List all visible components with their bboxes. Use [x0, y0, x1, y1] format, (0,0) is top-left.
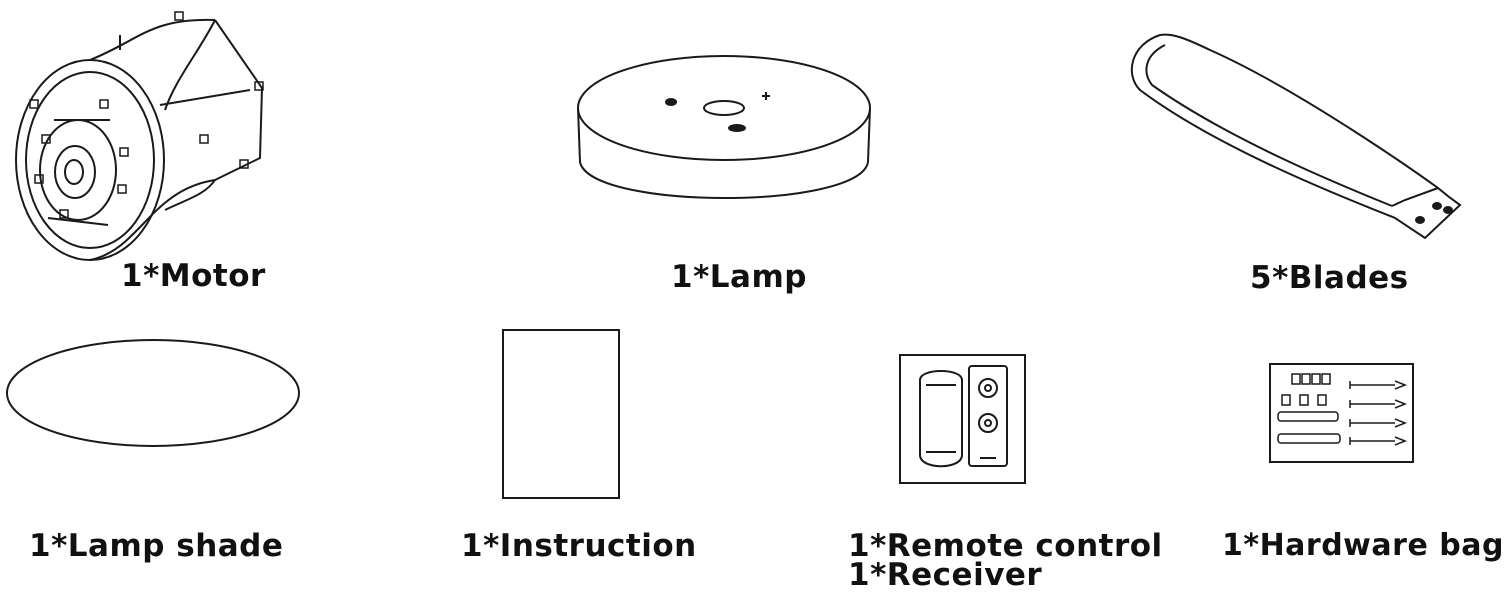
instruction-sheet-icon [502, 329, 620, 499]
lamp-icon [577, 55, 871, 199]
remote-receiver-icon [899, 354, 1026, 484]
motor-label: 1*Motor [121, 258, 266, 294]
blade-icon [1130, 33, 1462, 240]
remote-control-label: 1*Remote control [848, 528, 1163, 564]
lamp-shade-label: 1*Lamp shade [29, 528, 284, 564]
instruction-label: 1*Instruction [461, 528, 697, 564]
receiver-label: 1*Receiver [848, 557, 1043, 593]
lamp-shade-icon [6, 339, 300, 447]
hardware-bag-label: 1*Hardware bag [1222, 528, 1504, 563]
blades-label: 5*Blades [1250, 260, 1409, 296]
motor-icon [15, 11, 264, 261]
hardware-bag-icon [1269, 363, 1414, 463]
lamp-label: 1*Lamp [671, 259, 807, 295]
